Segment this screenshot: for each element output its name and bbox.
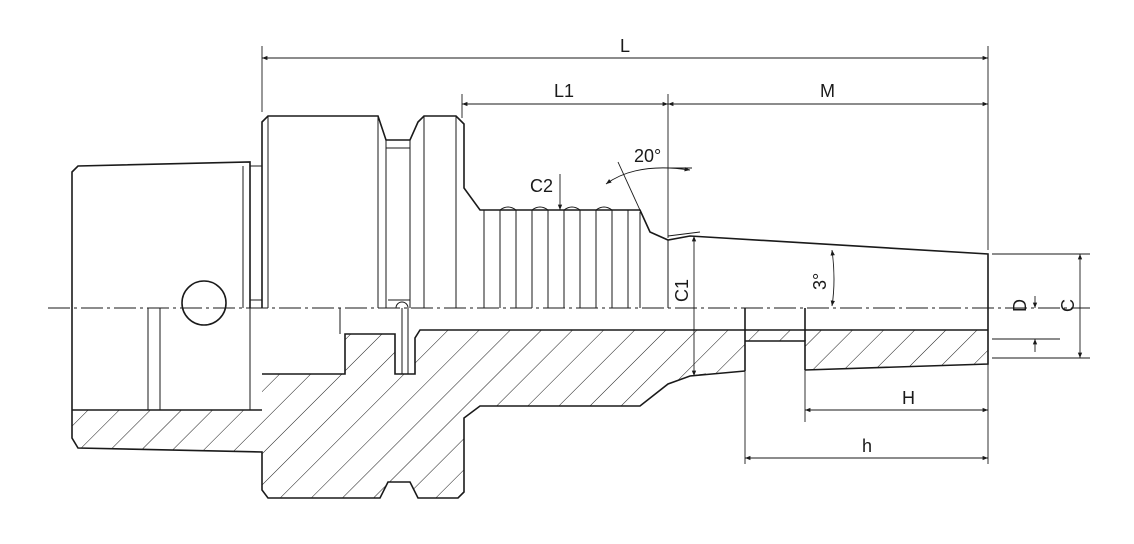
dim-label-C1: C1	[672, 279, 692, 302]
dim-label-H: H	[902, 388, 915, 408]
section-hatch	[72, 330, 988, 498]
dim-label-angle-20: 20°	[634, 146, 661, 166]
dim-label-C2: C2	[530, 176, 553, 196]
dim-label-angle-3: 3°	[810, 273, 830, 290]
dim-label-C: C	[1058, 299, 1078, 312]
dim-label-L: L	[620, 36, 630, 56]
dim-label-L1: L1	[554, 81, 574, 101]
section-outline	[71, 308, 989, 499]
dimension-lines	[261, 46, 1090, 464]
dim-label-D: D	[1010, 299, 1030, 312]
dim-label-h: h	[862, 436, 872, 456]
exterior-outline	[71, 115, 989, 326]
dim-label-M: M	[820, 81, 835, 101]
